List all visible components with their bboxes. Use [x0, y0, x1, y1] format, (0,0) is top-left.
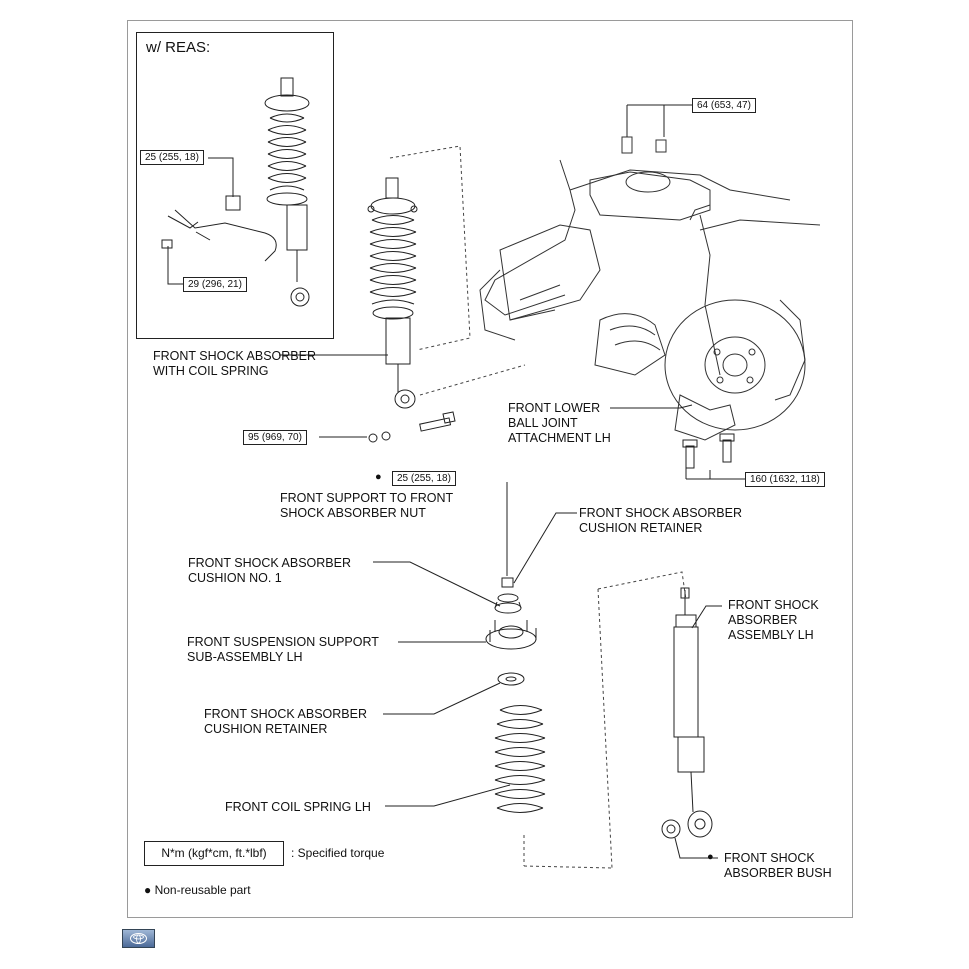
- label-shock-assembly: FRONT SHOCK ABSORBER ASSEMBLY LH: [728, 598, 819, 642]
- label-support-nut: FRONT SUPPORT TO FRONT SHOCK ABSORBER NU…: [280, 491, 454, 520]
- reas-inset-box: [136, 32, 334, 339]
- lower-mount-bolt: [368, 411, 456, 443]
- legend-non-reusable: ● Non-reusable part: [144, 883, 251, 897]
- inset-title: w/ REAS:: [146, 39, 211, 56]
- torque-reas-lower: 29 (296, 21): [183, 277, 247, 292]
- torque-ball-joint: 160 (1632, 118): [745, 472, 825, 487]
- lower-cushion-retainer-part: [497, 672, 525, 686]
- non-reusable-marker: ●: [375, 471, 382, 483]
- torque-support-nut: 25 (255, 18): [392, 471, 456, 486]
- label-shock-bush: FRONT SHOCK ABSORBER BUSH: [724, 851, 832, 880]
- support-nut-part: [501, 577, 514, 588]
- torque-reas-upper: 25 (255, 18): [140, 150, 204, 165]
- toyota-logo-icon[interactable]: [122, 929, 155, 948]
- main-shock-assembly: [367, 177, 418, 409]
- label-cushion-retainer-top: FRONT SHOCK ABSORBER CUSHION RETAINER: [579, 506, 742, 535]
- label-shock-with-spring: FRONT SHOCK ABSORBER WITH COIL SPRING: [153, 349, 316, 378]
- torque-knuckle-nuts: 64 (653, 47): [692, 98, 756, 113]
- vehicle-frame-knuckle: [479, 136, 821, 441]
- inset-shock-assembly: [161, 77, 310, 307]
- label-lower-ball-joint: FRONT LOWER BALL JOINT ATTACHMENT LH: [508, 401, 611, 445]
- coil-spring-part: [494, 705, 546, 813]
- cushion-no1-part: [494, 593, 522, 614]
- label-cushion-retainer-lower: FRONT SHOCK ABSORBER CUSHION RETAINER: [204, 707, 367, 736]
- legend-unit-box: N*m (kgf*cm, ft.*lbf): [144, 841, 284, 866]
- shock-absorber-part: [673, 587, 713, 838]
- diagram-frame: [127, 20, 853, 918]
- bush-non-reusable-marker: ●: [707, 851, 714, 863]
- label-support-subassembly: FRONT SUSPENSION SUPPORT SUB-ASSEMBLY LH: [187, 635, 379, 664]
- label-cushion-no1: FRONT SHOCK ABSORBER CUSHION NO. 1: [188, 556, 351, 585]
- support-subassembly-part: [485, 620, 537, 650]
- legend-unit-description: : Specified torque: [291, 846, 385, 860]
- torque-lower-bolt: 95 (969, 70): [243, 430, 307, 445]
- toyota-emblem-icon: [130, 933, 147, 944]
- shock-bush-part: [661, 819, 681, 839]
- label-coil-spring: FRONT COIL SPRING LH: [225, 800, 371, 814]
- ball-joint-bolts: [682, 433, 735, 469]
